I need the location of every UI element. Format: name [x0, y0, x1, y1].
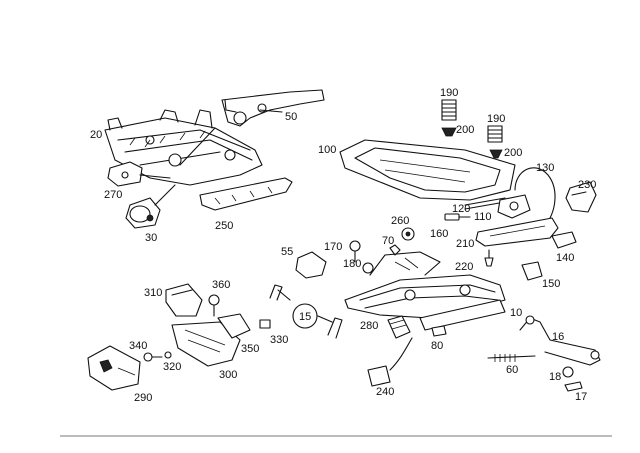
label-340: 340: [129, 340, 147, 352]
seat-frame-assembly: [104, 109, 263, 186]
cap-200-left: [441, 127, 457, 137]
connector-240: [367, 337, 413, 387]
label-200b: 200: [504, 147, 522, 159]
label-260: 260: [391, 215, 409, 227]
callout-15: [277, 289, 333, 329]
label-160: 160: [430, 228, 448, 240]
screw-220: [484, 249, 494, 267]
cover-140: [551, 231, 577, 249]
label-190a: 190: [440, 87, 458, 99]
washer-320: [164, 351, 172, 359]
spring-190-right: [487, 125, 503, 143]
label-30: 30: [145, 232, 157, 244]
label-250: 250: [215, 220, 233, 232]
label-360: 360: [212, 279, 230, 291]
lever-70: [389, 244, 401, 256]
label-20: 20: [90, 129, 102, 141]
pin-right: [327, 317, 343, 339]
actuator-280: [387, 315, 411, 339]
cable-130: [514, 167, 556, 226]
label-330: 330: [270, 334, 288, 346]
label-280: 280: [360, 320, 378, 332]
bracket-230: [565, 181, 597, 213]
label-300: 300: [219, 369, 237, 381]
cap-200-right: [489, 149, 503, 159]
label-320: 320: [163, 361, 181, 373]
label-170: 170: [324, 241, 342, 253]
screw-360: [208, 294, 220, 317]
seat-pan-100: [339, 139, 516, 201]
label-10: 10: [510, 307, 522, 319]
clip-150: [521, 261, 543, 281]
label-16: 16: [552, 331, 564, 343]
bracket-350: [217, 313, 251, 339]
motor-30: [125, 184, 176, 229]
clip-80: [431, 325, 447, 337]
spring-rod-60: [487, 354, 536, 362]
label-190b: 190: [487, 113, 505, 125]
knob-260: [401, 227, 415, 241]
label-200a: 200: [456, 124, 474, 136]
label-350: 350: [241, 343, 259, 355]
side-trim-210: [475, 217, 559, 247]
label-140: 140: [556, 252, 574, 264]
label-17: 17: [575, 391, 587, 403]
shield-310: [165, 283, 203, 317]
rod-120: [464, 197, 506, 210]
label-150: 150: [542, 278, 560, 290]
label-18: 18: [549, 371, 561, 383]
bolt-18: [562, 366, 574, 378]
clip-330: [259, 319, 271, 329]
label-180: 180: [343, 258, 361, 270]
label-60: 60: [506, 364, 518, 376]
lower-cover-300: [171, 321, 241, 367]
mechanism-110: [497, 194, 531, 219]
label-80: 80: [431, 340, 443, 352]
label-230: 230: [578, 179, 596, 191]
bolt-160: [444, 213, 471, 221]
part-labels: 20 50 270 30 250 100 190 200 190 200 130…: [90, 87, 596, 404]
cover-290: [87, 345, 141, 391]
label-310: 310: [144, 287, 162, 299]
label-270: 270: [104, 189, 122, 201]
pad-55: [295, 251, 327, 279]
label-290: 290: [134, 392, 152, 404]
trim-cover-250: [199, 177, 293, 211]
bolt-170: [349, 240, 361, 263]
label-130: 130: [536, 162, 554, 174]
label-210: 210: [456, 238, 474, 250]
label-15: 15: [299, 311, 311, 323]
nut-180: [362, 262, 374, 274]
label-50: 50: [285, 111, 297, 123]
pin-left: [269, 284, 283, 301]
label-220: 220: [455, 261, 473, 273]
label-55: 55: [281, 246, 293, 258]
label-240: 240: [376, 386, 394, 398]
screw-340: [143, 352, 163, 362]
spring-190-left: [441, 99, 457, 121]
label-110: 110: [474, 211, 492, 223]
label-120: 120: [452, 203, 470, 215]
label-100: 100: [318, 144, 336, 156]
linkage-16: [519, 315, 601, 366]
plate-17: [564, 381, 583, 392]
upper-bracket: [221, 89, 325, 127]
small-bracket-270: [107, 161, 171, 187]
label-70: 70: [382, 235, 394, 247]
rail-assembly-10: [344, 251, 506, 331]
